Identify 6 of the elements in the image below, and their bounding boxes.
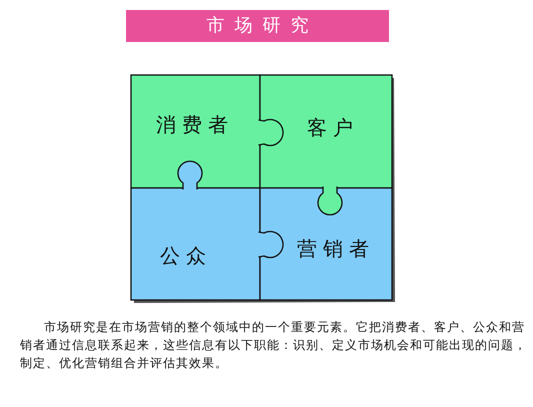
caption-paragraph: 市场研究是在市场营销的整个领域中的一个重要元素。它把消费者、客户、公众和营销者通过信息联系起来，这些信息有以下职能：识别、定义市场机会和可能出现的问题，制定、优化营销组合并评估其效果。 (20, 319, 528, 372)
piece-label: 营销者 (297, 236, 375, 262)
title-banner: 市场研究 (126, 10, 389, 42)
piece-label: 消费者 (156, 112, 234, 138)
piece-label: 客户 (307, 114, 359, 142)
piece-label: 公众 (160, 242, 212, 270)
